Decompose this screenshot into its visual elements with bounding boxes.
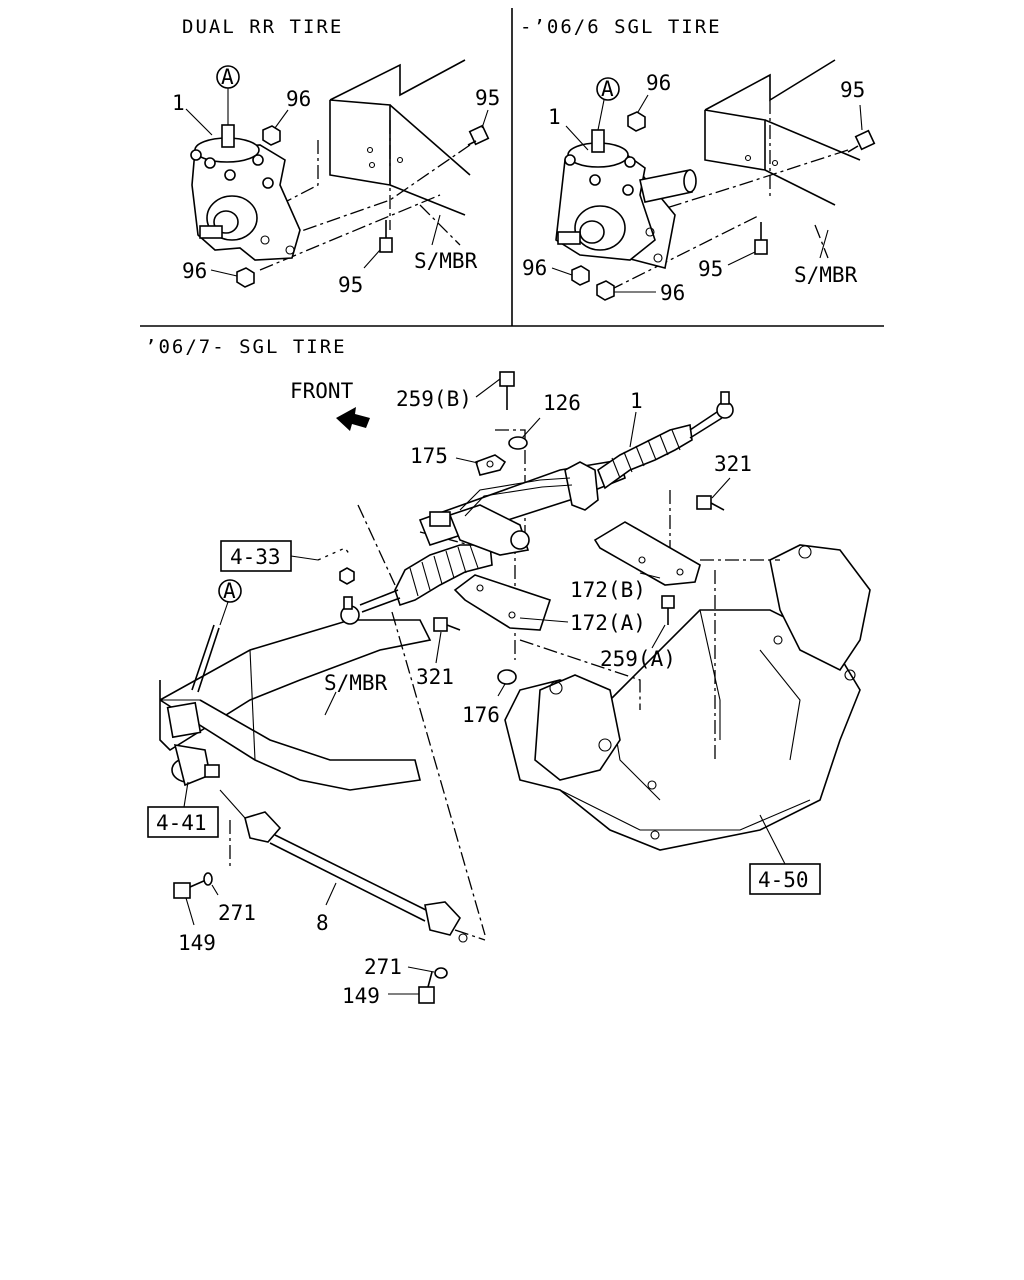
ref-box-4-33[interactable]: 4-33 [220,540,292,572]
plate-175 [475,454,507,476]
callout-1: 1 [630,389,643,413]
nut-96-lower-right [596,280,615,301]
nut-96-lower [236,267,255,288]
circle-marker-a [218,579,242,603]
callout-96: 96 [182,259,207,283]
frame-member-outline [329,59,466,101]
section-title-dual-rr-tire: DUAL RR TIRE [182,16,343,38]
frame-member-label: S/MBR [324,671,388,695]
callout-321: 321 [714,452,752,476]
callout-95: 95 [698,257,723,281]
callout-96: 96 [660,281,685,305]
callout-96: 96 [286,87,311,111]
svg-text:4-41: 4-41 [156,811,207,835]
callout-8: 8 [316,911,329,935]
callout-96: 96 [646,71,671,95]
svg-text:A: A [221,65,234,89]
frame-side-member [159,619,432,752]
nut-4-33 [339,567,355,585]
u-joint-upper [244,811,282,843]
rack-boot-right [597,424,693,490]
callout-271: 271 [218,901,256,925]
nut-96-upper [262,125,281,146]
callout-1: 1 [548,105,561,129]
u-joint-lower [424,901,461,936]
intermediate-shaft [274,834,431,913]
bolt-95-upper [468,124,490,146]
chassis-mount-bracket-right [769,544,871,672]
bolt-149-right [418,986,435,1004]
tie-rod-left [359,589,399,606]
svg-text:4-50: 4-50 [758,868,809,892]
nut-96-lower-left [571,265,590,286]
frame-member-label: S/MBR [414,249,478,273]
gear-box-lower [166,701,202,739]
nut-176 [497,669,517,685]
callout-172b: 172(B) [570,578,646,602]
top-left-panel: A 1 96 95 96 95 S/MBR [172,59,500,297]
ref-box-4-50[interactable]: 4-50 [749,863,821,895]
washer-271-left [203,872,213,886]
bolt-95-upper [854,129,876,151]
rack-boot-left [394,544,493,607]
section-title-late-sgl-tire: ’06/7- SGL TIRE [145,336,347,358]
chassis-mount-bracket-left [534,674,621,781]
front-label: FRONT [290,379,354,403]
ref-box-4-41[interactable]: 4-41 [147,806,219,838]
bracket-172b [593,521,701,586]
bolt-95-lower [379,237,393,253]
bolt-259a [661,595,675,609]
svg-text:A: A [601,77,614,101]
callout-95: 95 [475,86,500,110]
bolt-321-lower [433,617,448,632]
section-title-early-sgl-tire: -’06/6 SGL TIRE [520,16,722,38]
washer-271-right [434,967,448,979]
callout-96: 96 [522,256,547,280]
rack-clamp [564,461,599,511]
tie-rod-right [689,409,721,431]
nut-96-upper [627,111,646,132]
hydraulic-pipes [459,477,571,511]
callout-126: 126 [543,391,581,415]
top-right-panel: A 1 96 95 96 95 96 S/MBR [522,59,876,305]
bolt-95-lower [754,239,768,255]
callout-149: 149 [342,984,380,1008]
pinion-valve [448,504,530,556]
bottom-panel: FRONT [147,371,871,1008]
bolt-321-upper [696,495,712,510]
svg-text:A: A [223,579,236,603]
frame-member-label: S/MBR [794,263,858,287]
callout-95: 95 [338,273,363,297]
callout-321: 321 [416,665,454,689]
svg-text:4-33: 4-33 [230,545,281,569]
steering-column-upper [191,624,215,691]
callout-95: 95 [840,78,865,102]
callout-259b: 259(B) [396,387,472,411]
front-arrow [336,407,370,431]
bolt-259b [499,371,515,387]
callout-176: 176 [462,703,500,727]
callout-172a: 172(A) [570,611,646,635]
callout-271: 271 [364,955,402,979]
callout-149: 149 [178,931,216,955]
bolt-149-left [173,882,191,899]
callout-259a: 259(A) [600,647,676,671]
washer-126 [508,436,528,450]
circle-marker-a [596,77,620,101]
callout-1: 1 [172,91,185,115]
callout-175: 175 [410,444,448,468]
bracket-172a [453,574,552,631]
